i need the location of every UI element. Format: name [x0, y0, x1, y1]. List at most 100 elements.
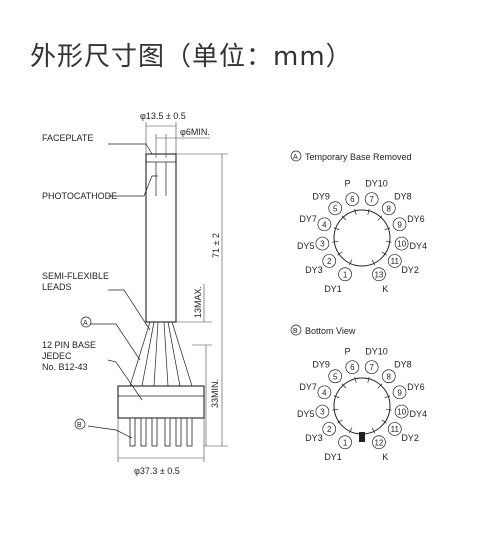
- view-a-pin-circle: [345, 192, 360, 207]
- view-a: A Temporary Base Removed 1DY12DY33DY54DY…: [290, 150, 427, 294]
- view-a-pin-circle: [372, 267, 386, 282]
- view-a-pin-number: 5: [333, 204, 338, 213]
- view-b-pin-stub: [354, 376, 357, 383]
- view-a-pin-number: 6: [350, 195, 355, 204]
- view-b-pin-number: 7: [369, 363, 374, 372]
- view-a-pin-label: DY4: [410, 241, 428, 251]
- view-a-pin-label: DY5: [297, 241, 315, 251]
- view-a-pin-stub: [337, 251, 343, 256]
- view-b-pin-stub: [381, 419, 387, 424]
- view-a-pin-stub: [341, 215, 347, 221]
- marker-b-circle: [74, 418, 86, 430]
- view-b-pin-circle: [328, 369, 343, 384]
- view-a-pin-label: DY8: [394, 191, 412, 201]
- dim-length: 71 ± 2: [211, 233, 221, 258]
- view-b-pin-circle: [372, 435, 386, 450]
- view-b-pin-stub: [385, 408, 392, 411]
- view-b-pin-number: 3: [320, 408, 325, 417]
- base-body: [117, 385, 205, 419]
- view-b-outline: [333, 377, 391, 435]
- view-a-pin-number: 1: [343, 270, 348, 279]
- view-a-pin-number: 7: [369, 195, 374, 204]
- view-b-pin-label: DY5: [297, 409, 315, 419]
- label-base-3: No. B12-43: [42, 362, 88, 372]
- view-a-pin-stub: [371, 259, 375, 266]
- view-b-pin-circle: [338, 435, 352, 450]
- label-photocathode: PHOTOCATHODE: [42, 191, 117, 201]
- view-a-pin-number: 2: [327, 257, 332, 266]
- view-a-pin-number: 4: [322, 220, 327, 229]
- view-b-pin-number: 6: [350, 363, 355, 372]
- view-a-pin-stub: [349, 259, 353, 266]
- view-b-pin-label: DY4: [410, 409, 428, 419]
- view-a-pin-circle: [392, 217, 407, 232]
- view-b-pin-label: DY6: [407, 382, 425, 392]
- view-a-pin-circle: [394, 236, 409, 251]
- view-b-pin-label: P: [344, 347, 350, 357]
- dim-tube-diameter: φ13.5 ± 0.5: [140, 111, 186, 121]
- view-a-pin-circle: [322, 254, 337, 268]
- view-a-pin-number: 8: [387, 204, 392, 213]
- view-a-pin-label: DY7: [299, 214, 317, 224]
- tube-body: [145, 153, 177, 323]
- semi-flexible-leads: [129, 321, 193, 387]
- view-b-pin-number: 5: [333, 372, 338, 381]
- view-a-pin-number: 9: [397, 220, 402, 229]
- view-a-pin-number: 13: [374, 270, 383, 279]
- view-b-pin-circle: [315, 404, 330, 419]
- view-a-pin-label: DY3: [305, 265, 323, 275]
- view-b-pin-label: DY3: [305, 433, 323, 443]
- view-b-pin-label: DY7: [299, 382, 317, 392]
- view-b-pin-label: DY2: [401, 433, 419, 443]
- view-b-pin-number: 12: [374, 438, 383, 447]
- view-a-pin-circle: [338, 267, 352, 282]
- view-b-pin-stub: [384, 395, 391, 399]
- view-a-pin-circle: [381, 201, 396, 216]
- view-a-pin-label: DY9: [312, 191, 330, 201]
- view-a-pin-circle: [364, 192, 379, 207]
- view-a-pin-number: 3: [320, 240, 325, 249]
- view-b-key: [359, 432, 365, 442]
- view-b-pin-number: 10: [397, 408, 406, 417]
- view-a-pin-label: DY1: [324, 284, 342, 294]
- label-faceplate: FACEPLATE: [42, 133, 93, 143]
- view-b-pin-circle: [317, 385, 332, 400]
- view-b-pin-stub: [332, 408, 339, 411]
- view-a-pin-circle: [328, 201, 343, 216]
- view-b-pin-number: 1: [343, 438, 348, 447]
- view-b-pin-number: 11: [391, 425, 400, 434]
- view-b-pin-number: 9: [397, 388, 402, 397]
- view-b-title: Bottom View: [305, 326, 356, 336]
- dim-leads-max: 13MAX.: [193, 286, 203, 318]
- view-a-pin-stub: [367, 208, 370, 215]
- view-b-pin-circle: [381, 369, 396, 384]
- marker-b: B: [77, 422, 82, 429]
- view-b-pin-circle: [322, 422, 337, 436]
- view-a-title: Temporary Base Removed: [305, 152, 412, 162]
- view-a-pin-label: DY2: [401, 265, 419, 275]
- base-pins: [129, 417, 193, 447]
- label-base-2: JEDEC: [42, 351, 72, 361]
- label-leads: LEADS: [42, 282, 72, 292]
- view-b-marker: B: [293, 328, 298, 335]
- view-a-pin-stub: [381, 251, 387, 256]
- view-a-pin-number: 11: [391, 257, 400, 266]
- view-b-pin-stub: [349, 427, 353, 434]
- view-a-pin-number: 10: [397, 240, 406, 249]
- view-b-pin-circle: [387, 422, 402, 436]
- page-title: 外形尺寸图（单位：mm）: [30, 42, 353, 72]
- view-b-pin-number: 2: [327, 425, 332, 434]
- view-b-pin-stub: [341, 383, 347, 389]
- view-b-pin-number: 8: [387, 372, 392, 381]
- view-a-marker: A: [293, 154, 298, 161]
- view-a-pin-circle: [317, 217, 332, 232]
- view-b-pin-number: 4: [322, 388, 327, 397]
- view-a-pin-stub: [354, 208, 357, 215]
- view-a-pin-circle: [315, 236, 330, 251]
- label-base-1: 12 PIN BASE: [42, 340, 96, 350]
- view-a-pin-label: K: [382, 284, 388, 294]
- view-b-pin-label: K: [382, 452, 388, 462]
